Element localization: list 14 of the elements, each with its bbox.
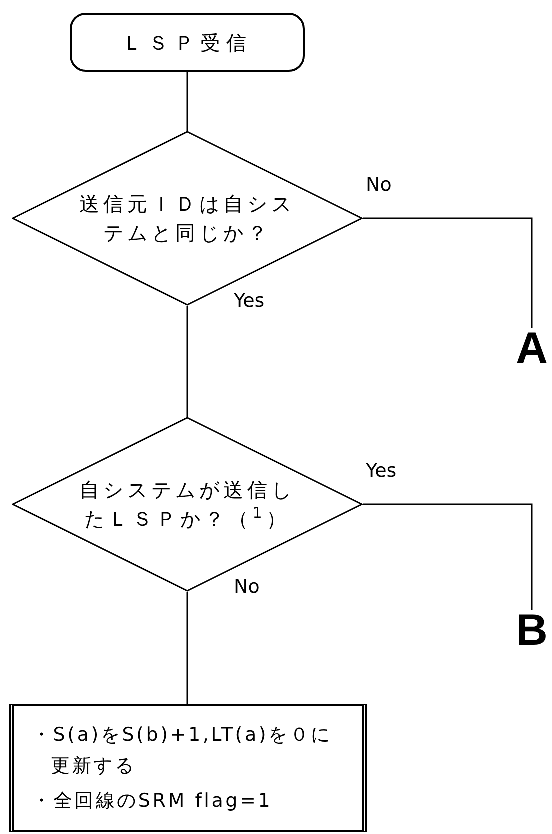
node-text: A [516,327,548,371]
start-terminal [70,13,305,72]
node-text: ＬＳＰ受信 [122,30,252,56]
node-text: 送信元ＩＤは自システムと同じか？ [78,190,296,246]
flow-line [186,306,188,417]
flow-line [186,592,189,705]
node-text: ・全回線のSRM flag=1 [32,789,274,814]
flow-line [363,218,533,328]
process-box [9,704,367,832]
node-text: ・S(a)をS(b)+1,LT(a)を０に更新する [32,723,334,779]
flow-line [186,72,188,131]
node-text: 自システムが送信したＬＳＰか？（$^{1}$） [78,476,296,532]
flow-line [363,504,533,610]
node-text: B [516,609,548,653]
